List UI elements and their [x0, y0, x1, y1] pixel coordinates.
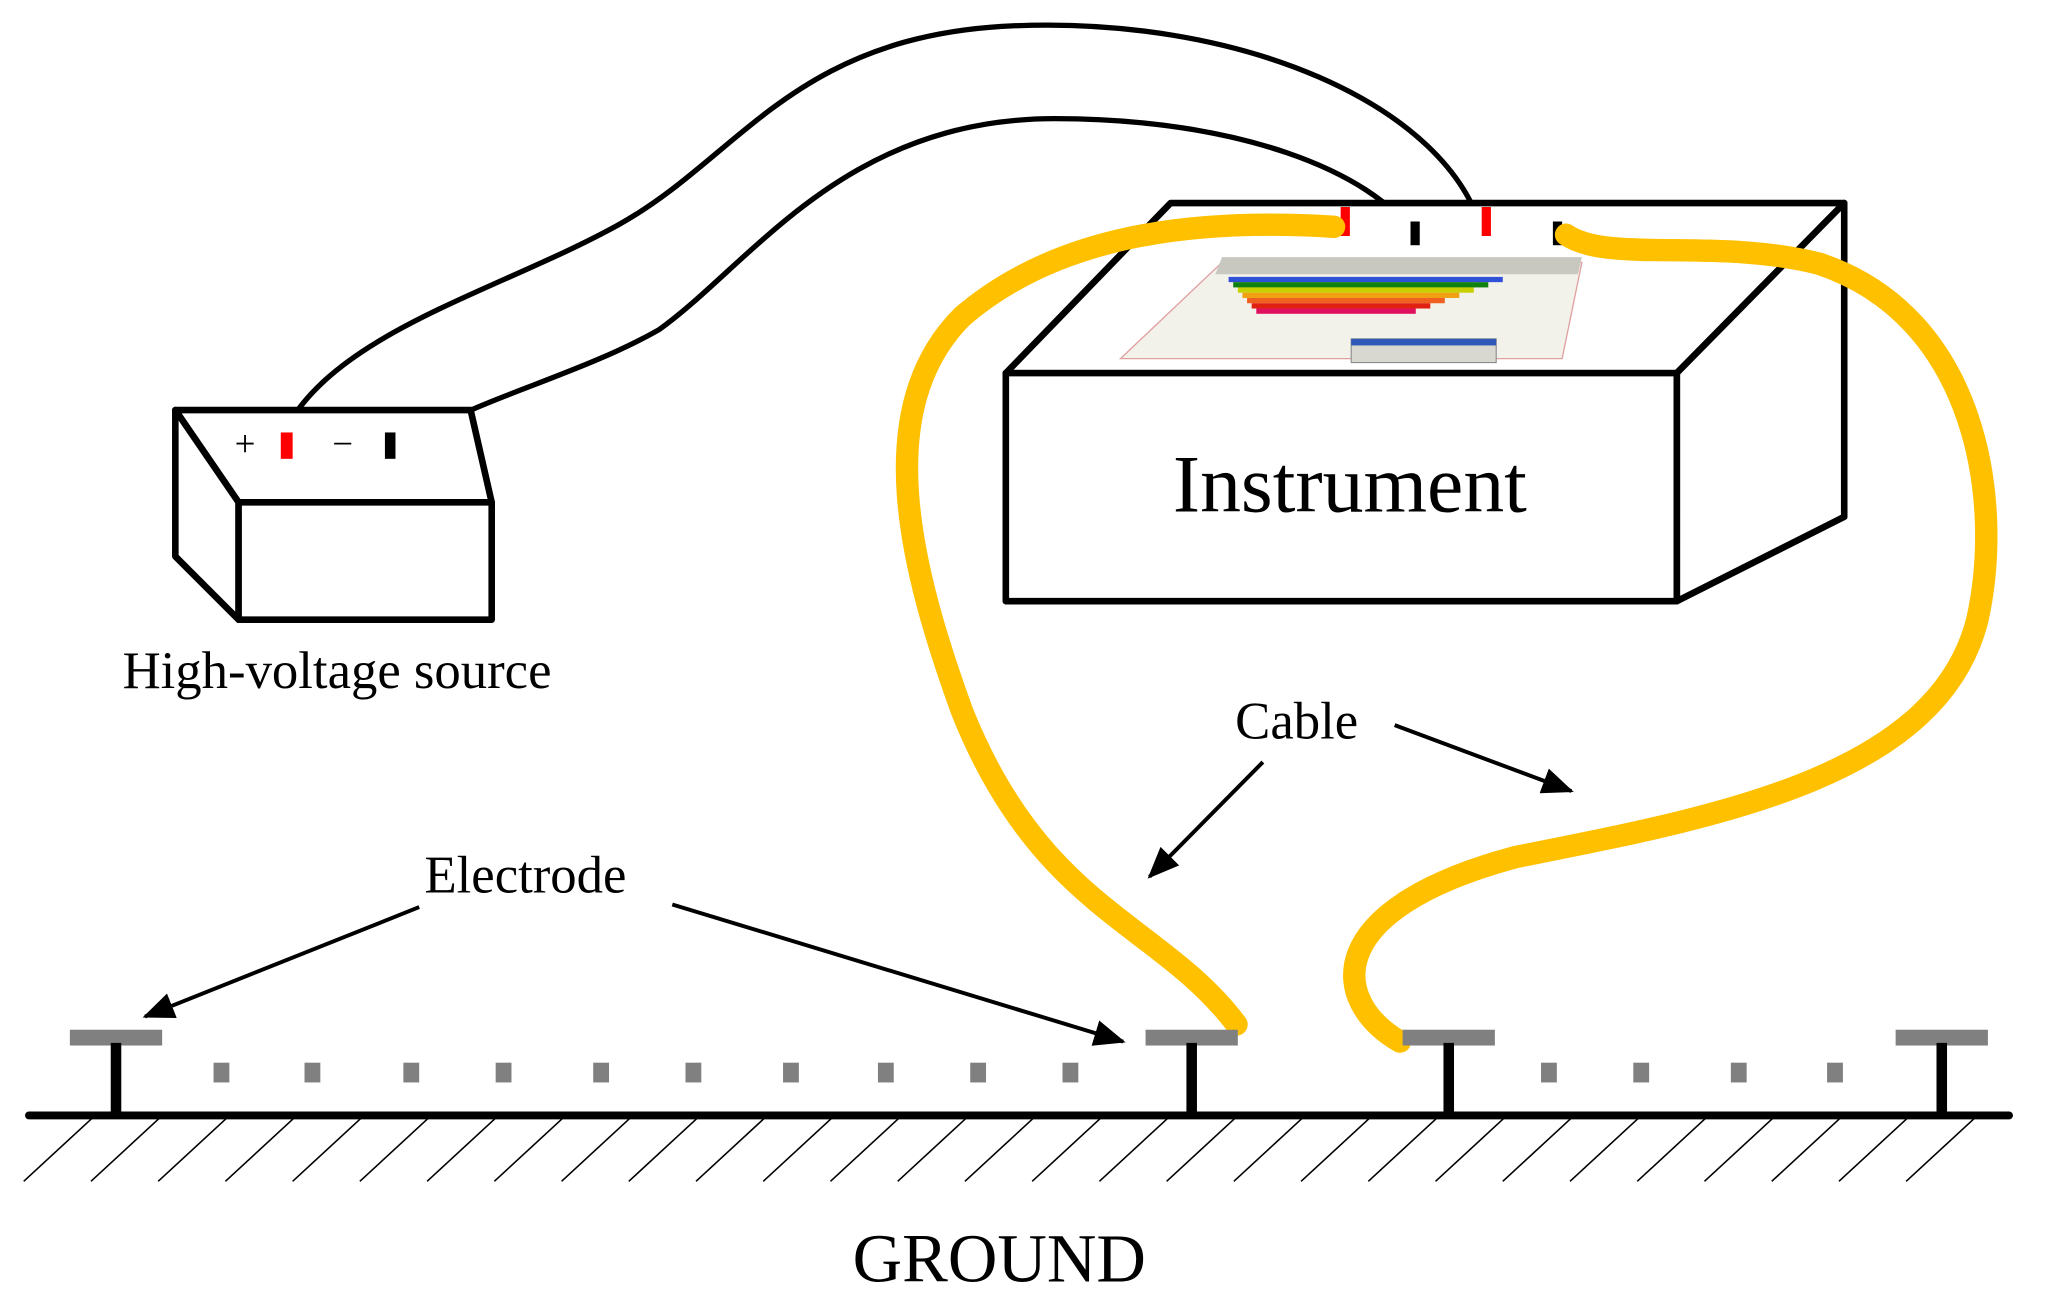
annotations: Electrode Cable — [142, 692, 1574, 1046]
ground-hatch-line — [1367, 1117, 1438, 1182]
ground-hatch-line — [1233, 1117, 1303, 1182]
ground-hatch-line — [157, 1117, 228, 1182]
intermediate-electrode — [685, 1062, 702, 1083]
ground-hatch-line — [1905, 1117, 1976, 1182]
instrument-front-face — [1002, 369, 1681, 605]
ground-hatch-line — [1300, 1117, 1371, 1182]
electrode-arrow-right — [671, 902, 1126, 1046]
screen-chart-band — [1247, 297, 1445, 304]
electrode-cap — [1402, 1029, 1495, 1046]
ground-hatch-line — [829, 1117, 900, 1182]
screen-chart-band — [1237, 287, 1474, 293]
screen-chart-bands — [1228, 276, 1503, 314]
electrode-cap — [69, 1029, 163, 1046]
intermediate-electrode — [1633, 1062, 1650, 1083]
cable-arrow-left — [1147, 760, 1265, 879]
ground-label: GROUND — [853, 1221, 1146, 1297]
intermediate-electrode — [877, 1062, 894, 1083]
instrument-label: Instrument — [1173, 439, 1527, 530]
cable-label: Cable — [1235, 692, 1358, 750]
intermediate-electrode — [1062, 1062, 1079, 1083]
electrode-stem — [1186, 1042, 1197, 1116]
ground-hatch-line — [1031, 1117, 1102, 1182]
ground-hatch-line — [1703, 1117, 1774, 1182]
source-front-face — [235, 499, 495, 623]
intermediate-electrode — [970, 1062, 987, 1083]
positive-wire — [284, 22, 1486, 429]
ground-hatch-line — [292, 1117, 362, 1182]
ground-hatch-line — [1166, 1117, 1236, 1182]
intermediate-electrode — [1827, 1062, 1843, 1083]
screen-toolbar — [1215, 257, 1582, 275]
instrument: Instrument — [1002, 199, 1848, 605]
electrode-stem — [1443, 1042, 1455, 1116]
ground-hatch-line — [1771, 1117, 1841, 1182]
ground-hatch-line — [1435, 1117, 1505, 1182]
ground-hatch-line — [561, 1117, 631, 1182]
screen-chart-band — [1242, 292, 1460, 298]
electrode-cap — [1145, 1029, 1238, 1046]
intermediate-electrode — [495, 1062, 512, 1083]
instrument-positive-terminal-2 — [1481, 206, 1491, 237]
electrode-stem — [1936, 1042, 1948, 1116]
ground-hatching — [23, 1117, 1976, 1182]
electrode-arrow-left — [142, 905, 420, 1019]
ground-hatch-line — [897, 1117, 967, 1182]
ground-hatch-line — [695, 1117, 766, 1182]
ground-hatch-line — [964, 1117, 1035, 1182]
minus-sign: − — [332, 423, 353, 464]
ground-hatch-line — [1636, 1117, 1707, 1182]
ground-hatch-line — [762, 1117, 833, 1182]
cable-left — [895, 213, 1346, 1036]
electrode-cap — [1895, 1029, 1988, 1046]
cables — [895, 213, 1998, 1053]
negative-terminal — [384, 432, 396, 459]
electrodes — [69, 1029, 1988, 1116]
ground-hatch-line — [23, 1117, 93, 1182]
ground-hatch-line — [224, 1117, 295, 1182]
screen-dialog-titlebar — [1351, 338, 1497, 346]
ground-hatch-line — [1569, 1117, 1640, 1182]
source-label: High-voltage source — [123, 642, 552, 700]
screen-chart-band — [1233, 282, 1489, 288]
ground-hatch-line — [1098, 1117, 1169, 1182]
screen-chart-band — [1251, 303, 1431, 309]
cable-arrow-right — [1394, 723, 1574, 794]
ground: GROUND — [23, 1111, 2013, 1297]
intermediate-electrode — [1730, 1062, 1747, 1083]
positive-terminal — [280, 432, 293, 459]
electrode-label: Electrode — [424, 847, 626, 905]
high-voltage-source: + − High-voltage source — [123, 406, 552, 700]
screen-chart-band — [1256, 308, 1416, 314]
ground-hatch-line — [493, 1117, 564, 1182]
intermediate-electrode — [1541, 1062, 1557, 1083]
ground-hatch-line — [426, 1117, 497, 1182]
intermediate-electrode — [213, 1062, 230, 1083]
intermediate-electrode — [304, 1062, 321, 1083]
instrument-negative-terminal-1 — [1410, 221, 1420, 246]
screen-chart-band — [1228, 276, 1503, 283]
ground-hatch-line — [1838, 1117, 1909, 1182]
ground-hatch-line — [359, 1117, 429, 1182]
intermediate-electrode — [593, 1062, 610, 1083]
plus-sign: + — [235, 423, 256, 464]
ground-hatch-line — [1502, 1117, 1572, 1182]
electrode-stem — [110, 1042, 122, 1116]
ground-hatch-line — [628, 1117, 698, 1182]
cable-right — [1343, 223, 1998, 1053]
intermediate-electrode — [403, 1062, 420, 1083]
negative-wire — [390, 116, 1418, 462]
instrument-screen — [1118, 257, 1583, 364]
instrument-positive-terminal-1 — [1340, 206, 1350, 237]
source-wires — [284, 22, 1486, 462]
ground-hatch-line — [90, 1117, 161, 1182]
intermediate-electrode — [783, 1062, 799, 1083]
